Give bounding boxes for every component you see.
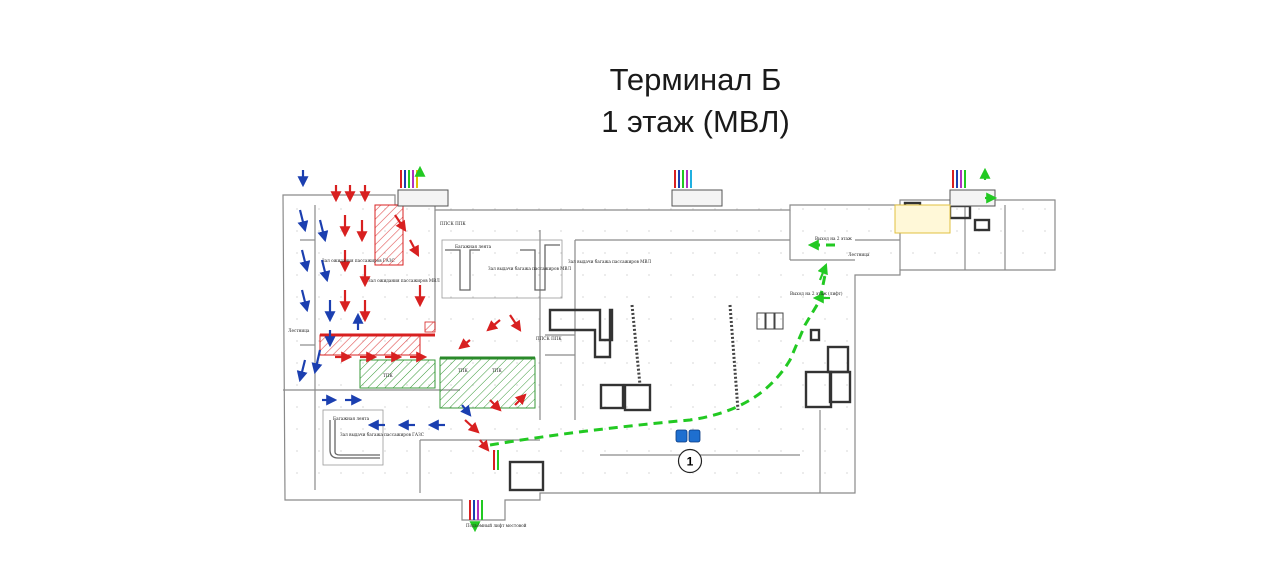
svg-text:Выход на 2 этаж (лифт): Выход на 2 этаж (лифт) (790, 291, 843, 296)
green-route-arrows (414, 165, 998, 533)
svg-text:Лестница: Лестница (288, 328, 310, 333)
svg-text:Зал выдачи багажа пассажиров М: Зал выдачи багажа пассажиров МВЛ (488, 266, 572, 271)
svg-text:Багажная лента: Багажная лента (455, 244, 492, 249)
plan-title-floor: 1 этаж (МВЛ) (601, 104, 790, 139)
baggage-carousel-left (322, 409, 384, 466)
structural-blocks (508, 201, 991, 492)
svg-text:ТПК: ТПК (383, 373, 393, 378)
svg-text:Подъёмный лифт мостовой: Подъёмный лифт мостовой (466, 523, 527, 528)
kiosk-rows (630, 304, 784, 411)
red-flow-arrows (330, 185, 527, 452)
svg-text:Зал ожидания пассажиров МВЛ: Зал ожидания пассажиров МВЛ (368, 278, 440, 283)
building-outline (282, 194, 1056, 521)
svg-text:ППСК ППК: ППСК ППК (440, 221, 466, 226)
plan-text-labels: Зал ожидания пассажиров ГАЗС Зал ожидани… (288, 221, 870, 528)
svg-text:Зал выдачи багажа пассажиров М: Зал выдачи багажа пассажиров МВЛ (568, 259, 652, 264)
svg-text:ТПК: ТПК (458, 368, 468, 373)
svg-text:ТПК: ТПК (492, 368, 502, 373)
svg-text:Выход на 2 этаж: Выход на 2 этаж (815, 236, 852, 241)
svg-text:Зал ожидания пассажиров ГАЗС: Зал ожидания пассажиров ГАЗС (322, 258, 395, 263)
location-marker-number: 1 (687, 455, 694, 469)
plan-title-terminal: Терминал Б (609, 62, 782, 97)
svg-text:Лестница: Лестница (848, 252, 870, 257)
svg-text:Зал выдачи багажа пассажиров Г: Зал выдачи багажа пассажиров ГАЗС (340, 432, 424, 437)
location-marker-1[interactable]: 1 (675, 429, 703, 474)
baggage-carousel-center (441, 239, 563, 299)
entrance-stripes (400, 170, 966, 520)
entrance-doors-top (397, 189, 996, 234)
svg-text:Багажная лента: Багажная лента (333, 416, 370, 421)
blue-flow-arrows (296, 170, 472, 431)
svg-text:ППСК ППК: ППСК ППК (536, 336, 562, 341)
